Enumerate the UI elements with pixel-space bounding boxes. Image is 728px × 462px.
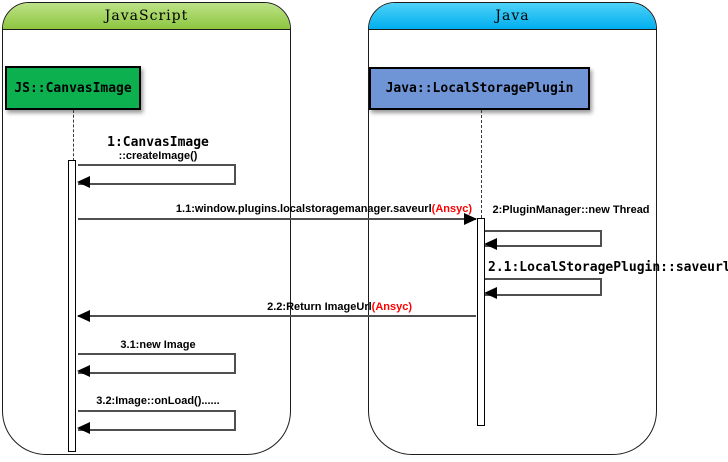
arrowhead-left-icon: [484, 238, 497, 250]
frame-java-title: Java: [495, 8, 530, 24]
object-box-js-canvasimage: JS::CanvasImage: [5, 66, 141, 110]
frame-java: Java: [368, 2, 657, 455]
activation-bar-js: [68, 160, 76, 452]
activation-bar-java: [477, 218, 485, 426]
message-2-2-async-note: (Ansyc): [371, 301, 412, 313]
frame-java-header: Java: [369, 3, 656, 30]
message-1-1-async-note: (Ansyc): [431, 203, 472, 215]
message-2-2-text: 2.2:Return ImageUrl: [267, 301, 372, 313]
message-3-1-label: 3.1:new Image: [120, 339, 196, 351]
message-1-1-text: 1.1:window.plugins.localstoragemanager.s…: [175, 203, 432, 215]
frame-javascript-title: JavaScript: [104, 8, 189, 24]
message-1-label-line1: 1:CanvasImage: [107, 135, 209, 150]
object-label-js-canvasimage: JS::CanvasImage: [14, 80, 132, 96]
message-2-2-return-arrow: [77, 310, 476, 322]
message-1-self-loop: [77, 164, 236, 188]
lifeline-java-localstorageplugin: [481, 110, 482, 218]
message-1-1-label: 1.1:window.plugins.localstoragemanager.s…: [80, 203, 472, 216]
frame-javascript-header: JavaScript: [3, 3, 290, 30]
object-label-java-localstorageplugin: Java::LocalStoragePlugin: [385, 81, 574, 96]
arrowhead-right-icon: [464, 213, 477, 225]
arrowhead-left-icon: [77, 310, 90, 322]
message-2-2-label: 2.2:Return ImageUrl(Ansyc): [78, 301, 412, 314]
arrowhead-left-icon: [77, 365, 90, 377]
arrowhead-left-icon: [484, 287, 497, 299]
message-3-1-self-loop: [77, 353, 236, 377]
message-2-label: 2:PluginManager::new Thread: [492, 204, 650, 216]
arrowhead-left-icon: [77, 176, 90, 188]
object-box-java-localstorageplugin: Java::LocalStoragePlugin: [369, 67, 590, 110]
message-3-2-label: 3.2:Image::onLoad()......: [96, 395, 220, 407]
message-1-1-call-arrow: [78, 213, 477, 225]
arrowhead-left-icon: [77, 422, 90, 434]
message-3-2-self-loop: [77, 410, 236, 434]
message-2-self-loop: [484, 230, 602, 250]
message-2-1-self-loop: [484, 278, 602, 299]
lifeline-js-canvasimage: [73, 110, 74, 161]
message-1-label-line2: ::createImage(): [118, 150, 198, 162]
message-2-1-label: 2.1:LocalStoragePlugin::saveurl: [488, 260, 728, 275]
